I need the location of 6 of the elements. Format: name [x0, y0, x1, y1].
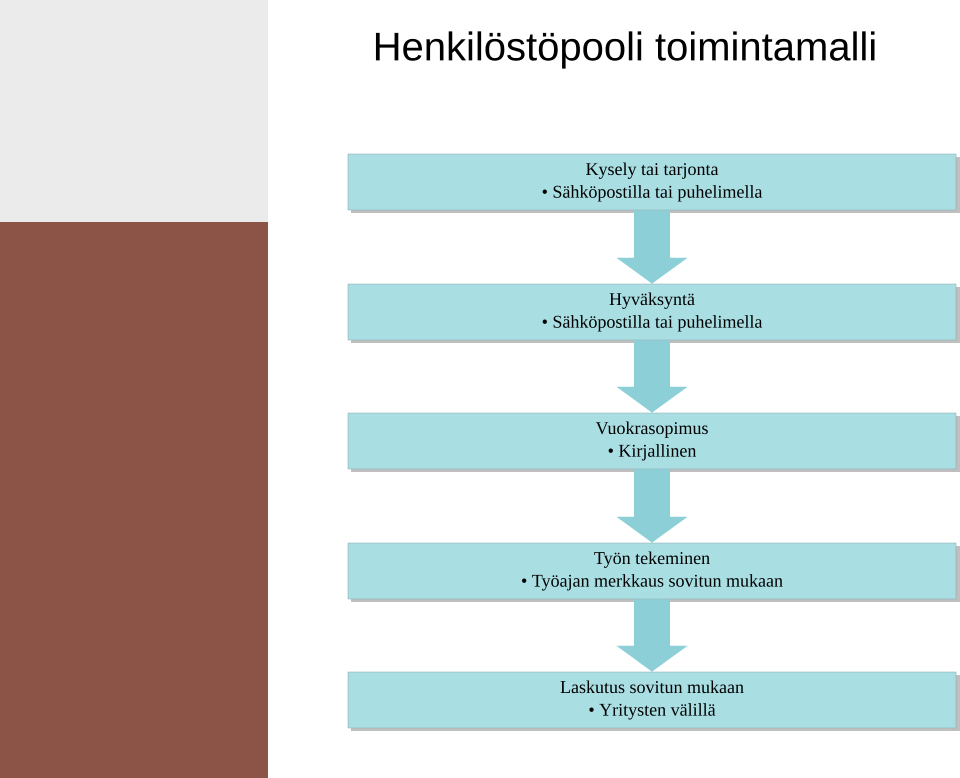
process-box: Vuokrasopimus • Kirjallinen — [348, 412, 960, 472]
process-box: Kysely tai tarjonta • Sähköpostilla tai puhelimella — [348, 154, 960, 213]
process-box: Hyväksyntä • Sähköpostilla tai puhelimella — [348, 284, 960, 343]
title: Henkilöstöpooli toimintamalli — [376, 31, 874, 69]
process-box: Työn tekeminen • Työajan merkkaus sovitun mukaan — [348, 542, 960, 602]
process-box: Laskutus sovitun mukaan • Yritysten välillä — [348, 672, 960, 731]
